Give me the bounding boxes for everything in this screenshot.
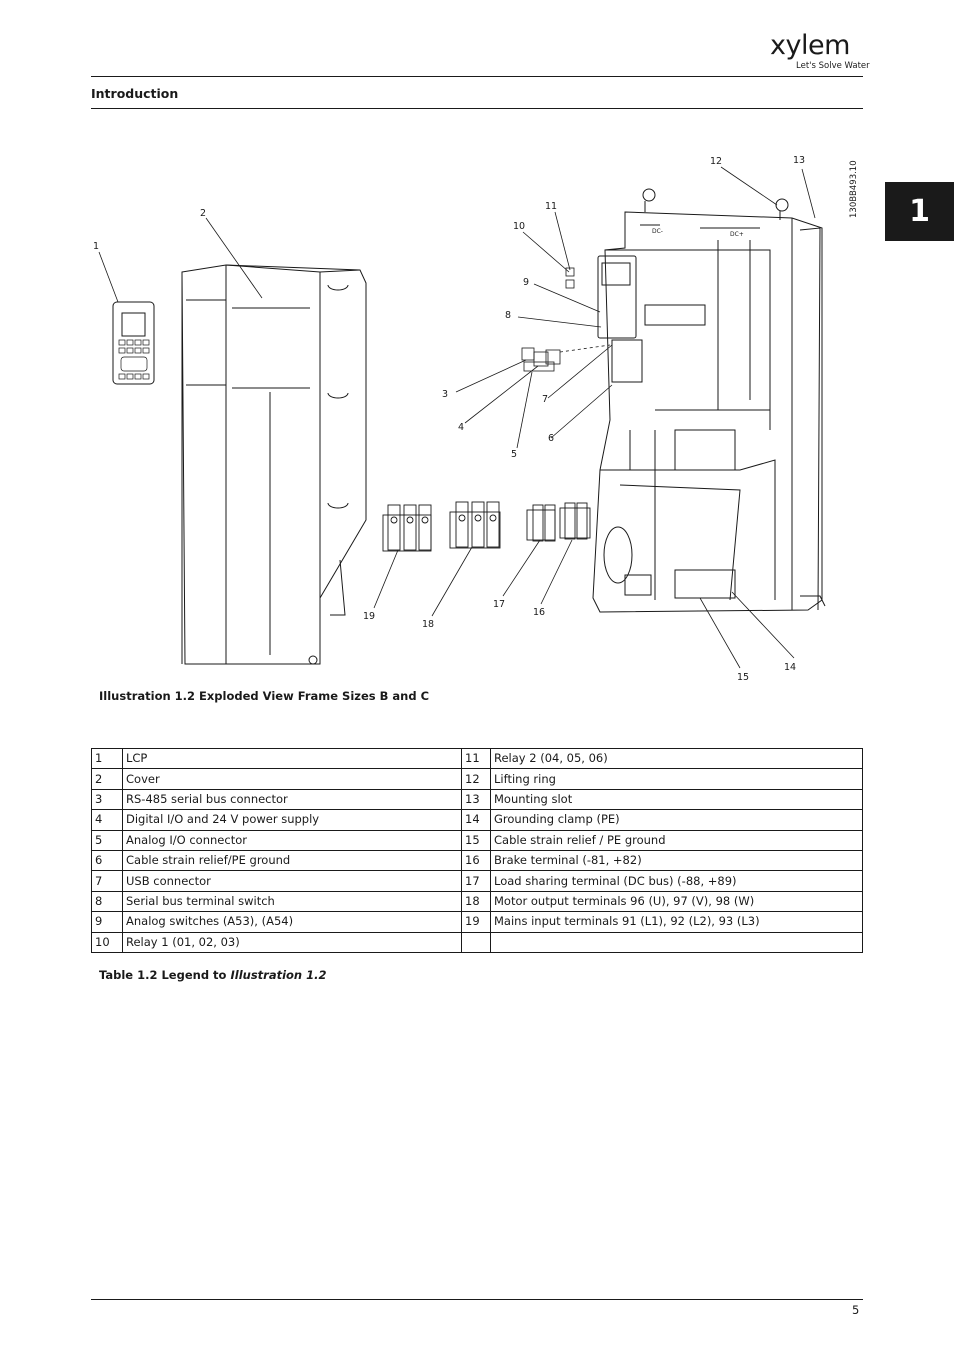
legend-description: Cable strain relief/PE ground: [122, 849, 462, 872]
legend-number: [461, 931, 491, 953]
callout-16: 16: [533, 607, 545, 618]
legend-description: Digital I/O and 24 V power supply: [122, 809, 462, 831]
legend-number: 18: [461, 890, 491, 913]
callout-5: 5: [511, 449, 517, 460]
legend-description: Grounding clamp (PE): [490, 809, 863, 831]
callout-11: 11: [545, 201, 557, 212]
legend-number: 8: [91, 890, 123, 913]
callout-7: 7: [542, 394, 548, 405]
legend-number: 1: [91, 747, 123, 770]
callout-8: 8: [505, 310, 511, 321]
legend-number: 10: [91, 931, 123, 953]
legend-number: 17: [461, 870, 491, 892]
legend-description: Relay 2 (04, 05, 06): [490, 747, 863, 770]
callout-4: 4: [458, 422, 464, 433]
callout-15: 15: [737, 672, 749, 683]
legend-description: Analog I/O connector: [122, 829, 462, 851]
legend-number: 7: [91, 870, 123, 892]
callout-6: 6: [548, 433, 554, 444]
illustration-id-text: 130BB493.10: [849, 160, 859, 218]
table-caption-prefix: Table 1.2 Legend to: [99, 968, 231, 982]
legend-number: 4: [91, 809, 123, 831]
callout-2: 2: [200, 208, 206, 219]
legend-description: Lifting ring: [490, 768, 863, 790]
legend-number: 13: [461, 788, 491, 811]
drive-chassis-drawing: DC- DC+: [592, 188, 826, 613]
leader-lines: [98, 166, 816, 669]
legend-description: Relay 1 (01, 02, 03): [122, 931, 462, 953]
legend-description: Cover: [122, 768, 462, 790]
legend-description: Analog switches (A53), (A54): [122, 911, 462, 933]
footer-rule: [91, 1299, 863, 1300]
legend-description: Cable strain relief / PE ground: [490, 829, 863, 851]
connectors-drawing: [521, 267, 611, 372]
callout-14: 14: [784, 662, 796, 673]
legend-number: 16: [461, 849, 491, 872]
callout-1: 1: [93, 241, 99, 252]
callout-3: 3: [442, 389, 448, 400]
legend-number: 5: [91, 829, 123, 851]
logo-tagline: Let's Solve Water: [796, 61, 870, 71]
legend-number: 19: [461, 911, 491, 933]
callout-10: 10: [513, 221, 525, 232]
callout-13: 13: [793, 155, 805, 166]
legend-number: 3: [91, 788, 123, 811]
legend-description: Load sharing terminal (DC bus) (-88, +89…: [490, 870, 863, 892]
table-caption: Table 1.2 Legend to Illustration 1.2: [99, 968, 327, 982]
legend-number: 11: [461, 747, 491, 770]
legend-description: Serial bus terminal switch: [122, 890, 462, 913]
legend-number: 12: [461, 768, 491, 790]
legend-description: Brake terminal (-81, +82): [490, 849, 863, 872]
legend-description: Motor output terminals 96 (U), 97 (V), 9…: [490, 890, 863, 913]
legend-number: 14: [461, 809, 491, 831]
legend-description: Mounting slot: [490, 788, 863, 811]
callout-18: 18: [422, 619, 434, 630]
legend-description: LCP: [122, 747, 462, 770]
callout-17: 17: [493, 599, 505, 610]
callout-12: 12: [710, 156, 722, 167]
illustration-caption: Illustration 1.2 Exploded View Frame Siz…: [99, 689, 430, 703]
page-number: 5: [852, 1303, 860, 1317]
section-title: Introduction: [91, 86, 179, 101]
lcp-drawing: [112, 301, 155, 385]
table-caption-ref: Illustration 1.2: [230, 968, 327, 982]
legend-number: 9: [91, 911, 123, 933]
illustration-id: 130BB493.10: [849, 160, 859, 218]
callout-19: 19: [363, 611, 375, 622]
terminal-blocks-drawing: [382, 501, 591, 552]
legend-number: 2: [91, 768, 123, 790]
legend-description: [490, 931, 863, 953]
header-rule-top: [91, 76, 863, 77]
xylem-logo: xylem: [770, 30, 850, 61]
legend-number: 15: [461, 829, 491, 851]
legend-number: 6: [91, 849, 123, 872]
header-rule-bottom: [91, 108, 863, 109]
callout-numbers: 1 2 3 4 5 6 7 8 9 10 11 12 13 14 15 16 1…: [93, 155, 805, 683]
legend-description: USB connector: [122, 870, 462, 892]
dc-plus-label: DC+: [730, 231, 744, 238]
cover-drawing: [181, 264, 367, 665]
dc-minus-label: DC-: [652, 228, 663, 235]
chapter-tab: 1: [885, 182, 954, 241]
legend-description: RS-485 serial bus connector: [122, 788, 462, 811]
callout-9: 9: [523, 277, 529, 288]
exploded-view-illustration: DC- DC+ 1 2 3 4 5 6 7 8 9 10 11 1: [93, 155, 826, 683]
chapter-number: 1: [909, 194, 930, 229]
legend-description: Mains input terminals 91 (L1), 92 (L2), …: [490, 911, 863, 933]
